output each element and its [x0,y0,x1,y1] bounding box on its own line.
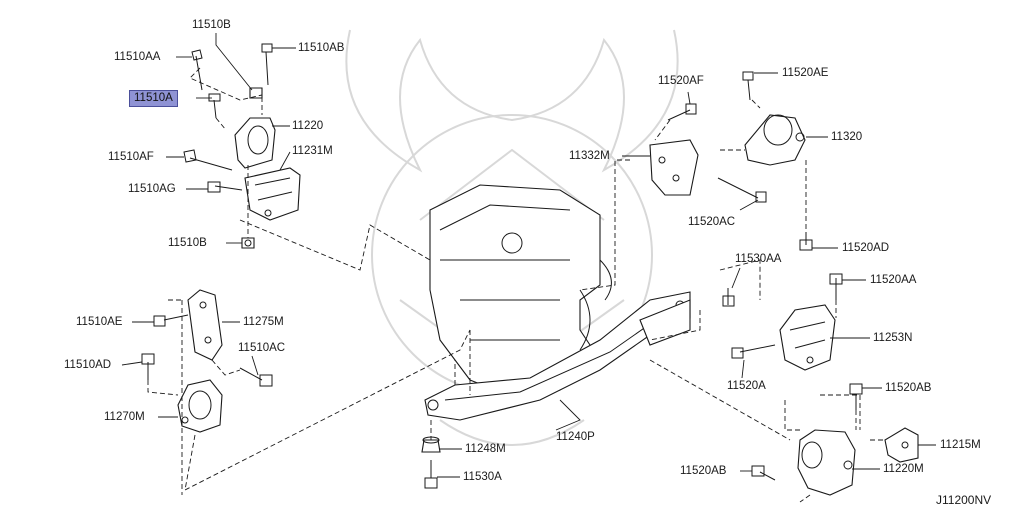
label-11520A[interactable]: 11520A [727,380,766,392]
mount-11320 [649,114,806,196]
bolts-right-middle [722,273,843,359]
label-11510AE[interactable]: 11510AE [76,316,123,328]
bolts-left-middle [141,314,273,387]
insulator-11248M [421,436,441,453]
bolts-bottom-right [751,383,863,481]
label-11510AC[interactable]: 11510AC [238,342,286,354]
leader-lines [121,33,936,478]
bracket-11215M [884,427,919,463]
crossmember-11240P [424,291,691,421]
mount-11220-bracket [234,117,301,221]
label-11520AB-bottom[interactable]: 11520AB [680,465,727,477]
mount-11220M [797,429,856,496]
label-11520AE[interactable]: 11520AE [782,67,829,79]
label-11248M[interactable]: 11248M [465,443,506,455]
bolt-11530A [424,460,438,489]
bolts-top-right [667,71,813,251]
label-11520AF[interactable]: 11520AF [658,75,704,87]
label-11520AB-right[interactable]: 11520AB [885,382,932,394]
label-11510AB[interactable]: 11510AB [298,42,345,54]
label-11520AD[interactable]: 11520AD [842,242,890,254]
label-11240P[interactable]: 11240P [556,431,595,443]
bolts-top-left [183,43,273,249]
label-11520AA[interactable]: 11520AA [870,274,917,286]
mount-11270M [177,379,223,433]
label-11530AA[interactable]: 11530AA [735,253,782,265]
mount-11253N-bracket [779,304,836,371]
label-11275M[interactable]: 11275M [243,316,284,328]
label-11220M[interactable]: 11220M [883,463,924,475]
engine-block [429,184,612,401]
diagram-code: J11200NV [936,493,992,507]
label-11510B-top[interactable]: 11510B [192,19,231,31]
label-11510A-highlighted[interactable]: 11510A [129,90,178,107]
label-11510AG[interactable]: 11510AG [128,183,176,195]
label-11510B-bottom[interactable]: 11510B [168,237,207,249]
label-11220[interactable]: 11220 [292,120,324,132]
label-11231M[interactable]: 11231M [292,145,333,157]
label-11510AD[interactable]: 11510AD [64,359,112,371]
label-11215M[interactable]: 11215M [940,439,981,451]
label-11530A[interactable]: 11530A [463,471,502,483]
bracket-11275M [187,289,223,361]
label-11520AC[interactable]: 11520AC [688,216,736,228]
label-11320[interactable]: 11320 [831,131,863,143]
label-11510AF[interactable]: 11510AF [108,151,154,163]
label-11510AA[interactable]: 11510AA [114,51,161,63]
label-11253N[interactable]: 11253N [873,332,913,344]
label-11270M[interactable]: 11270M [104,411,145,423]
label-11332M[interactable]: 11332M [569,150,610,162]
